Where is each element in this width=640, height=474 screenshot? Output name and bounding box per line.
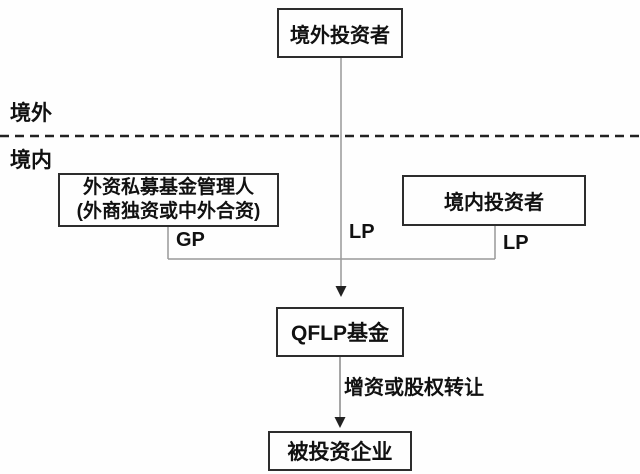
node-investee-company-label: 被投资企业 bbox=[287, 441, 393, 464]
lp-right-edge-label: LP bbox=[503, 232, 529, 254]
node-foreign-investor: 境外投资者 bbox=[277, 8, 403, 58]
node-fund-manager-label-line1: 外资私募基金管理人 bbox=[82, 177, 254, 199]
node-qflp-fund-label: QFLP基金 bbox=[291, 322, 389, 345]
node-foreign-investor-label: 境外投资者 bbox=[290, 24, 390, 47]
node-qflp-fund: QFLP基金 bbox=[276, 307, 404, 357]
node-fund-manager: 外资私募基金管理人 (外商独资或中外合资) bbox=[58, 173, 279, 227]
node-domestic-investor-label: 境内投资者 bbox=[444, 192, 544, 214]
onshore-region-label: 境内 bbox=[10, 149, 52, 172]
lp-center-edge-label: LP bbox=[347, 221, 375, 244]
down-arrowhead-icon bbox=[334, 417, 346, 428]
down-arrowhead-icon bbox=[335, 286, 347, 297]
offshore-region-label: 境外 bbox=[10, 102, 52, 125]
node-fund-manager-label-line2: (外商独资或中外合资) bbox=[76, 201, 261, 222]
node-domestic-investor: 境内投资者 bbox=[402, 175, 586, 226]
node-investee-company: 被投资企业 bbox=[268, 431, 412, 471]
gp-edge-label: GP bbox=[176, 229, 205, 251]
investment-edge-label: 增资或股权转让 bbox=[344, 377, 484, 399]
